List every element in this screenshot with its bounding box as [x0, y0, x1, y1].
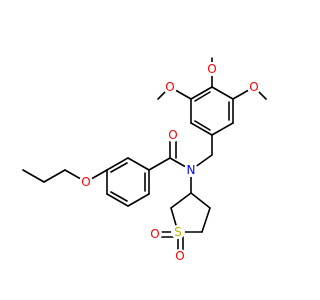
bond — [22, 169, 45, 183]
atom-sulfone-oxygen-bottom: O — [173, 249, 187, 263]
bond — [106, 193, 129, 207]
atom-sulfone-sulfur: S — [171, 225, 185, 239]
structure-diagram: O N O O O O S O — [22, 57, 267, 263]
atom-propoxy-oxygen: O — [79, 175, 93, 189]
bond — [110, 162, 128, 173]
atom-label: O — [150, 227, 159, 241]
bond — [127, 193, 150, 207]
molecule-canvas: O N O O O O S O — [22, 57, 267, 263]
bond — [148, 157, 171, 171]
bond — [127, 157, 150, 171]
bond — [110, 191, 128, 202]
atom-carbonyl-oxygen: O — [166, 128, 180, 142]
bond — [194, 91, 211, 102]
atom-methoxy-top-oxygen: O — [205, 62, 219, 76]
bond — [211, 122, 234, 136]
bond — [190, 192, 211, 209]
atom-methoxy-right-oxygen: O — [247, 80, 261, 94]
bond — [194, 120, 211, 131]
atom-label: N — [187, 163, 196, 177]
bond — [190, 122, 213, 136]
atom-label: O — [175, 249, 184, 263]
bond — [43, 169, 66, 183]
bond-layer — [22, 57, 267, 254]
atom-amide-nitrogen: N — [184, 163, 198, 177]
bond — [106, 157, 129, 171]
atom-label: O — [81, 175, 90, 189]
bond — [211, 86, 234, 100]
atom-label: O — [165, 80, 174, 94]
bond — [201, 207, 211, 233]
bond — [190, 86, 213, 100]
atom-sulfone-oxygen-left: O — [148, 227, 162, 241]
atom-layer: O N O O O O S O — [79, 62, 261, 263]
bond — [170, 192, 192, 209]
atom-label: O — [168, 128, 177, 142]
atom-label: S — [174, 225, 182, 239]
atom-methoxy-left-oxygen: O — [163, 80, 177, 94]
atom-label: O — [207, 62, 216, 76]
atom-label: O — [249, 80, 258, 94]
